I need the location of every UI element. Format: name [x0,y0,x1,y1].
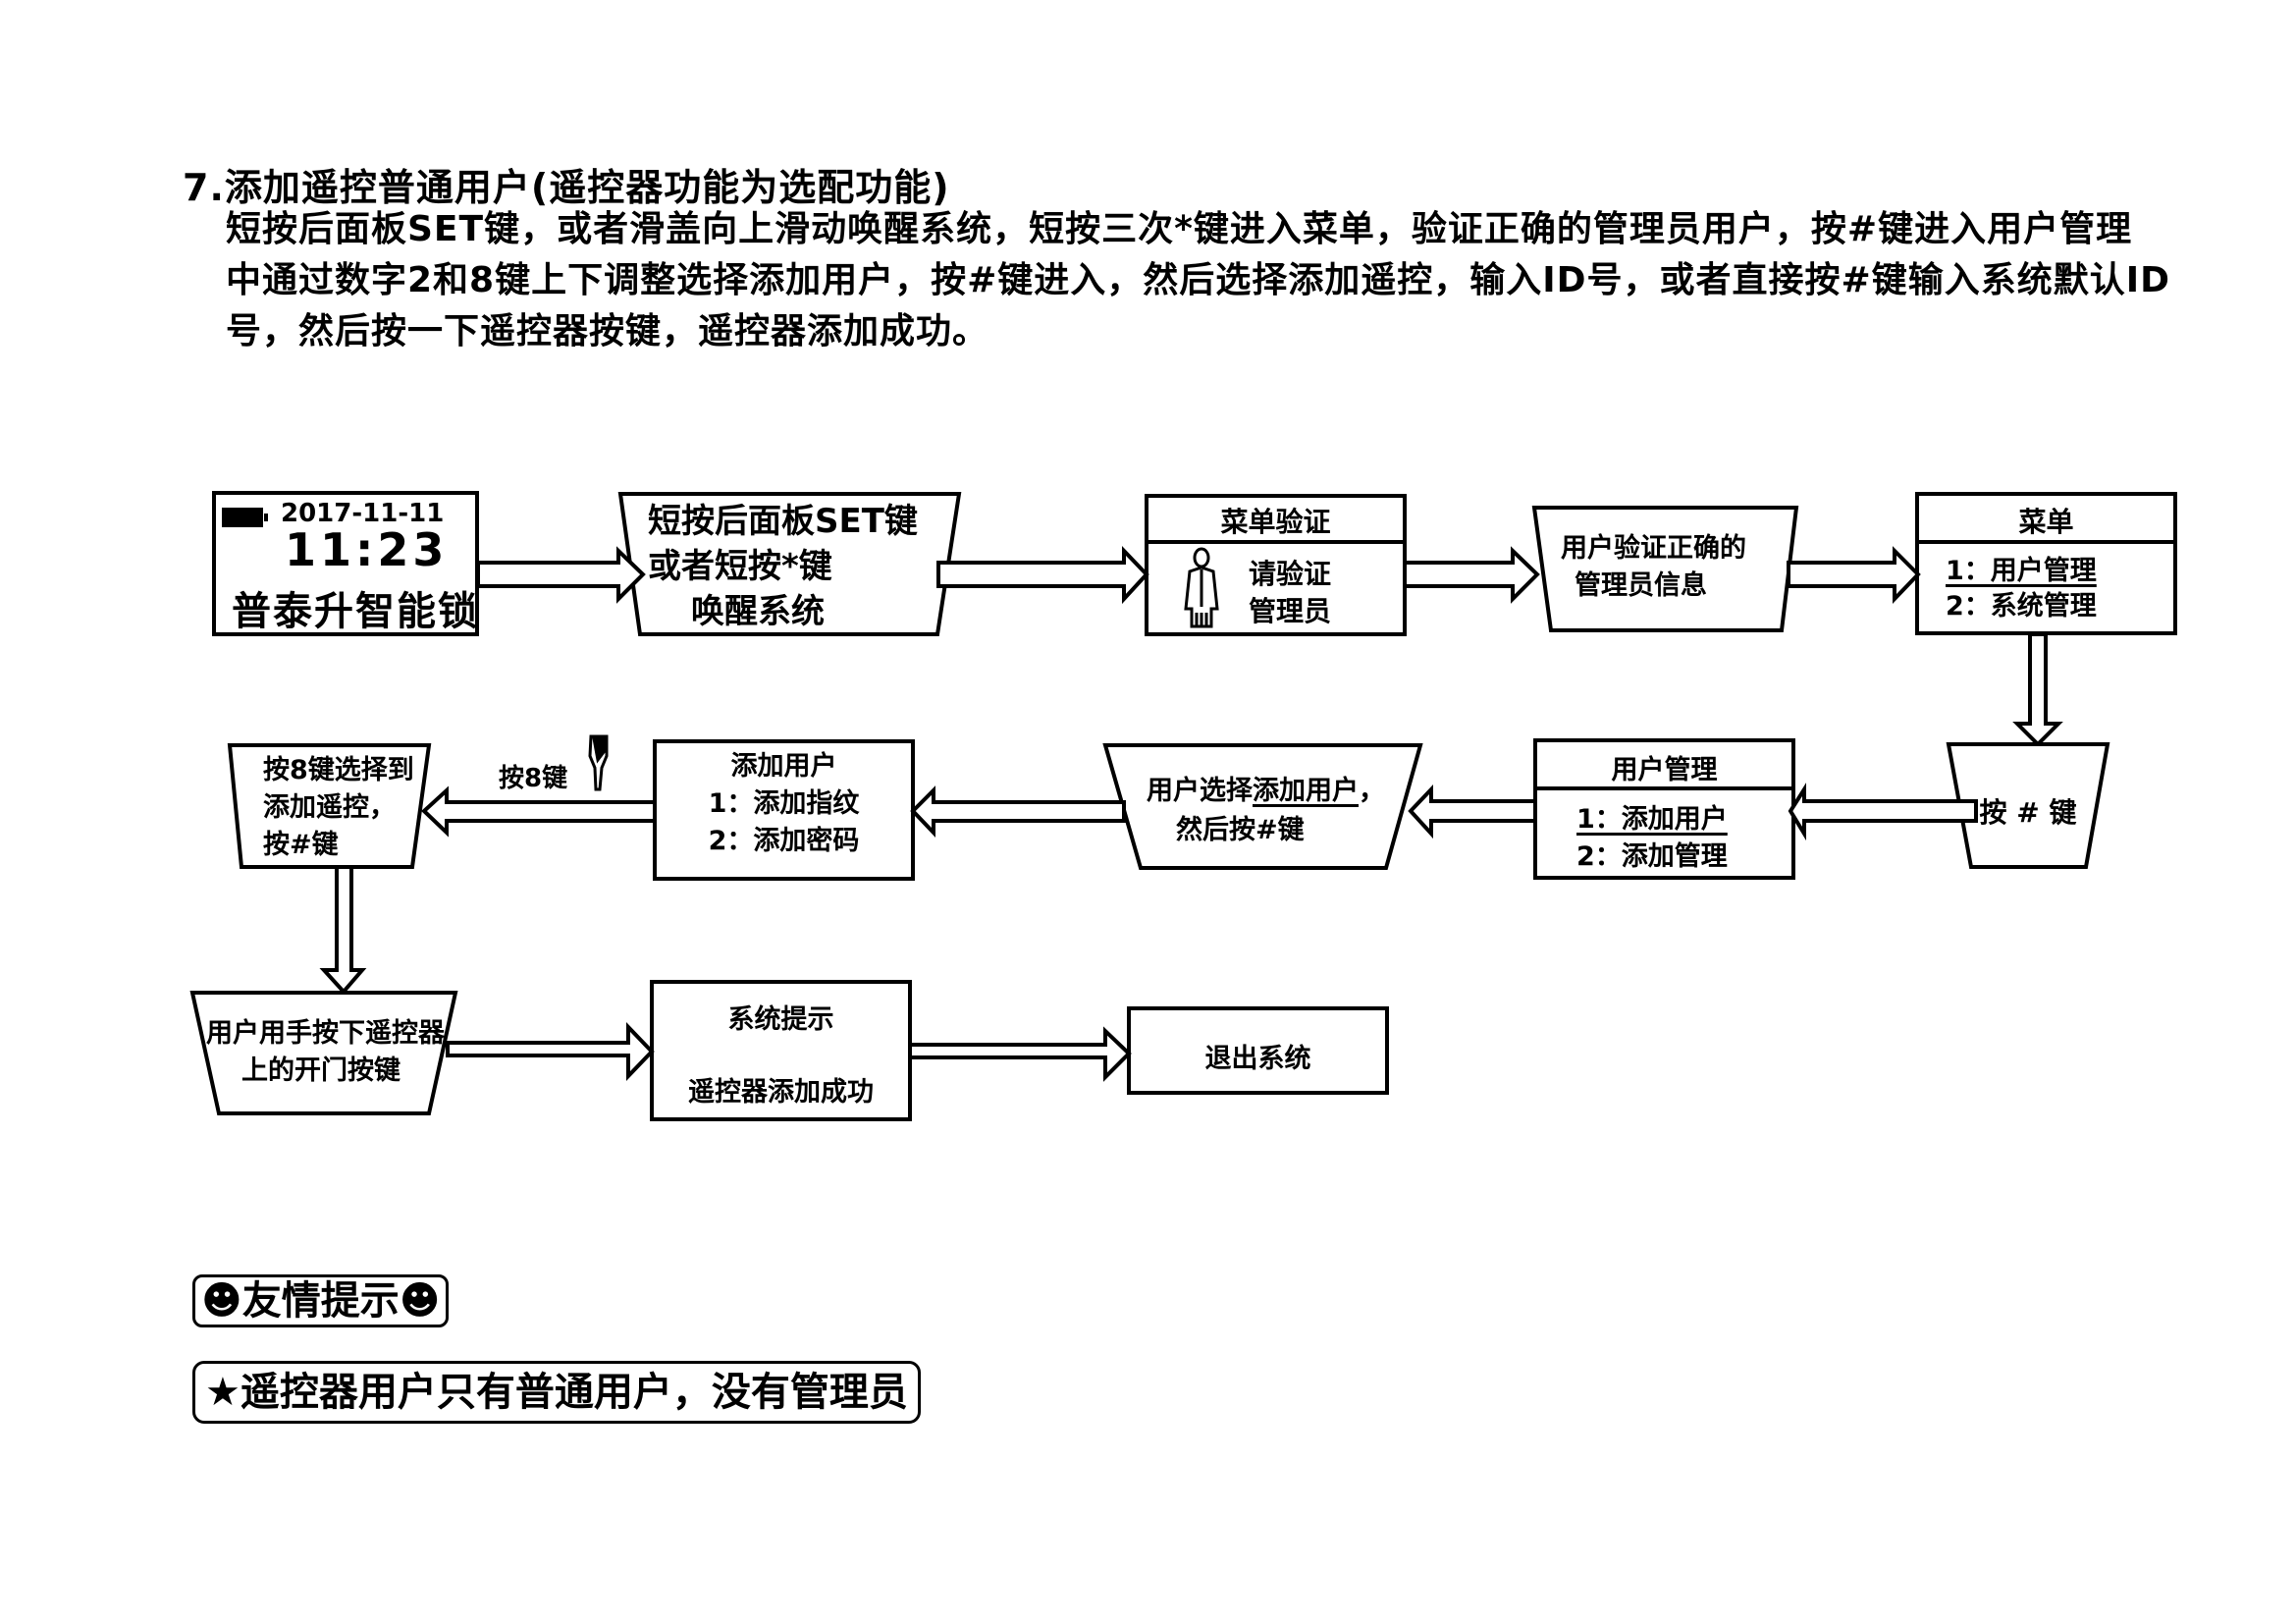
paragraph-line: 号，然后按一下遥控器按键，遥控器添加成功。 [226,311,989,352]
arrow-down [319,865,367,996]
smiley-icon: ☻ [399,1278,441,1324]
prompt-line: 管理员 [1249,595,1332,627]
arrow-left [421,785,657,838]
user-mgmt-box [1533,738,1795,880]
verify-line: 管理员信息 [1575,570,1707,601]
arrow-down [2012,632,2063,747]
instructions-paragraph: 短按后面板SET键，或者滑盖向上滑动唤醒系统，短按三次*键进入菜单，验证正确的管… [226,204,2268,357]
press-remote-line: 用户用手按下遥控器 [206,1018,445,1049]
lcd-time: 11:23 [285,523,449,576]
menu-list: 1：用户管理 2：系统管理 [1946,554,2097,624]
add-user-box [653,739,915,881]
wake-line: 唤醒系统 [691,592,825,631]
menu-verify-prompt: 请验证 管理员 [1249,556,1331,630]
menu-title: 菜单 [2018,506,2074,538]
arrow-right [446,1022,655,1081]
press-remote-text: 用户用手按下遥控器 上的开门按键 [206,1015,445,1090]
press-hash-box [1946,742,2110,869]
select-line-1: 用户选择添加用户， [1147,772,1385,811]
tip-item: ★遥控器用户只有普通用户，没有管理员 [192,1361,921,1424]
text: 用户选择 [1147,776,1253,806]
press-hash-text: 按 # 键 [1979,796,2077,829]
select-remote-line: 按8键选择到 [263,755,414,785]
pointing-hand-icon [588,734,609,791]
press-8-label: 按8键 [499,764,568,793]
arrow-right [1403,546,1540,604]
verify-line: 用户验证正确的 [1561,533,1746,564]
menu-item-system-mgmt[interactable]: 2：系统管理 [1946,591,2097,622]
wake-line: 或者短按*键 [648,547,832,586]
tips-title-box: ☻友情提示☻ [192,1274,450,1327]
press-remote-box [189,991,458,1115]
wake-line: 短按后面板SET键 [648,502,918,541]
system-prompt-message: 遥控器添加成功 [688,1077,874,1108]
select-add-user-text: 用户选择添加用户， 然后按#键 [1147,772,1385,850]
paragraph-line: 中通过数字2和8键上下调整选择添加用户，按#键进入，然后选择添加遥控，输入ID号… [226,260,2170,300]
person-icon [1184,547,1219,628]
select-add-user-box [1102,743,1423,870]
battery-full-icon [222,508,268,527]
lcd-date: 2017-11-11 [281,499,445,528]
arrow-right [1787,546,1921,604]
wake-step-box [617,492,962,636]
menu-item-add-user[interactable]: 1：添加用户 [1576,804,1728,835]
menu-item-user-mgmt[interactable]: 1：用户管理 [1946,556,2097,586]
menu-item-add-admin[interactable]: 2：添加管理 [1576,841,1728,872]
select-remote-text: 按8键选择到 添加遥控， 按#键 [263,752,414,864]
lcd-brand: 普泰升智能锁 [232,589,479,634]
prompt-line: 请验证 [1249,558,1332,590]
wake-step-text: 短按后面板SET键 或者短按*键 唤醒系统 [648,499,918,634]
text: ， [1359,776,1385,806]
select-line-2: 然后按#键 [1176,815,1305,845]
smiley-icon: ☻ [201,1278,242,1324]
arrow-right [936,546,1149,605]
tips-title: 友情提示 [241,1278,400,1324]
system-prompt-box [650,980,912,1121]
select-remote-line: 按#键 [263,830,339,860]
menu-item-add-fingerprint: 1：添加指纹 [708,788,860,819]
arrow-left [1788,783,1978,841]
verify-ok-box [1531,506,1799,632]
select-remote-box [227,743,432,869]
paragraph-line: 短按后面板SET键，或者滑盖向上滑动唤醒系统，短按三次*键进入菜单，验证正确的管… [226,209,2133,249]
section-heading: 7.添加遥控普通用户(遥控器功能为选配功能) [183,166,950,209]
menu-box [1915,492,2177,635]
exit-text: 退出系统 [1204,1044,1311,1074]
exit-box [1127,1006,1389,1095]
user-mgmt-list: 1：添加用户 2：添加管理 [1576,801,1728,876]
system-prompt-title: 系统提示 [727,1004,834,1035]
press-remote-line: 上的开门按键 [241,1055,400,1086]
arrow-right [476,546,646,604]
select-remote-line: 添加遥控， [263,792,396,823]
add-user-title: 添加用户 [730,751,837,782]
user-mgmt-title: 用户管理 [1611,755,1718,785]
add-user-text: 添加用户 1：添加指纹 2：添加密码 [655,748,913,860]
verify-ok-text: 用户验证正确的 管理员信息 [1561,530,1746,605]
arrow-left [1408,784,1537,839]
menu-item-add-password: 2：添加密码 [708,826,860,856]
text-underlined: 添加用户 [1253,776,1359,806]
arrow-right [908,1026,1132,1082]
menu-verify-title: 菜单验证 [1220,506,1331,538]
arrow-left [910,785,1126,838]
menu-verify-box [1145,494,1407,636]
